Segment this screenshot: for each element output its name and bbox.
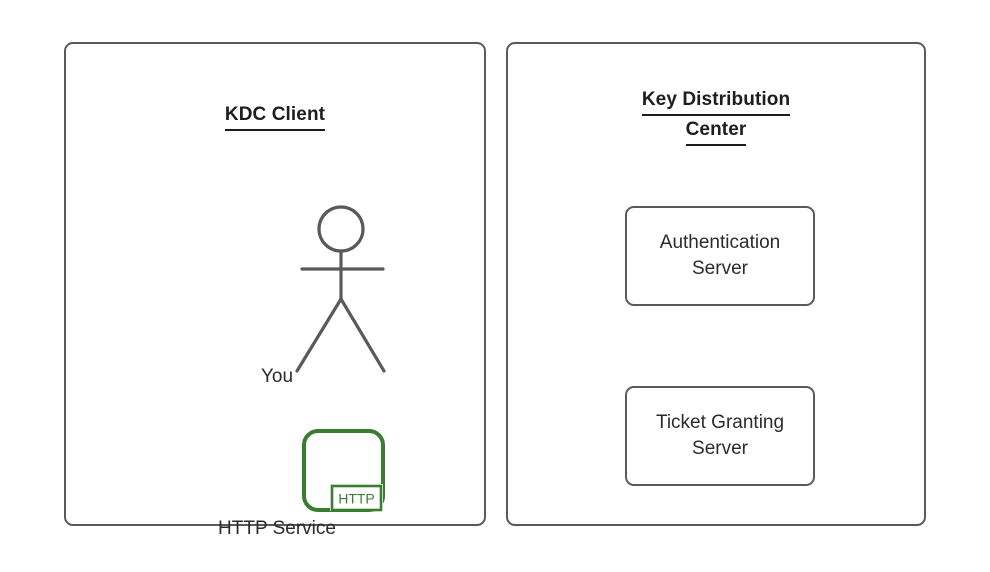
stick-figure-icon bbox=[279, 199, 404, 384]
actor-label: You bbox=[260, 366, 294, 387]
ticket-granting-server-box[interactable]: Ticket Granting Server bbox=[625, 386, 815, 486]
kdc-client-title-text: KDC Client bbox=[224, 101, 326, 131]
authentication-server-label: Authentication Server bbox=[659, 232, 781, 279]
svg-text:HTTP: HTTP bbox=[338, 491, 375, 507]
authentication-server-box[interactable]: Authentication Server bbox=[625, 206, 815, 306]
kdc-title: Key Distribution Center bbox=[508, 86, 924, 146]
http-service-icon: HTTP bbox=[296, 424, 388, 514]
kdc-client-title: KDC Client bbox=[66, 101, 484, 131]
kdc-title-line-1: Key Distribution bbox=[641, 86, 791, 116]
kdc-title-line-2: Center bbox=[685, 116, 747, 146]
ticket-granting-server-label: Ticket Granting Server bbox=[655, 412, 785, 459]
http-service-label: HTTP Service bbox=[218, 518, 336, 539]
kdc-client-panel: KDC Client You bbox=[64, 42, 486, 539]
